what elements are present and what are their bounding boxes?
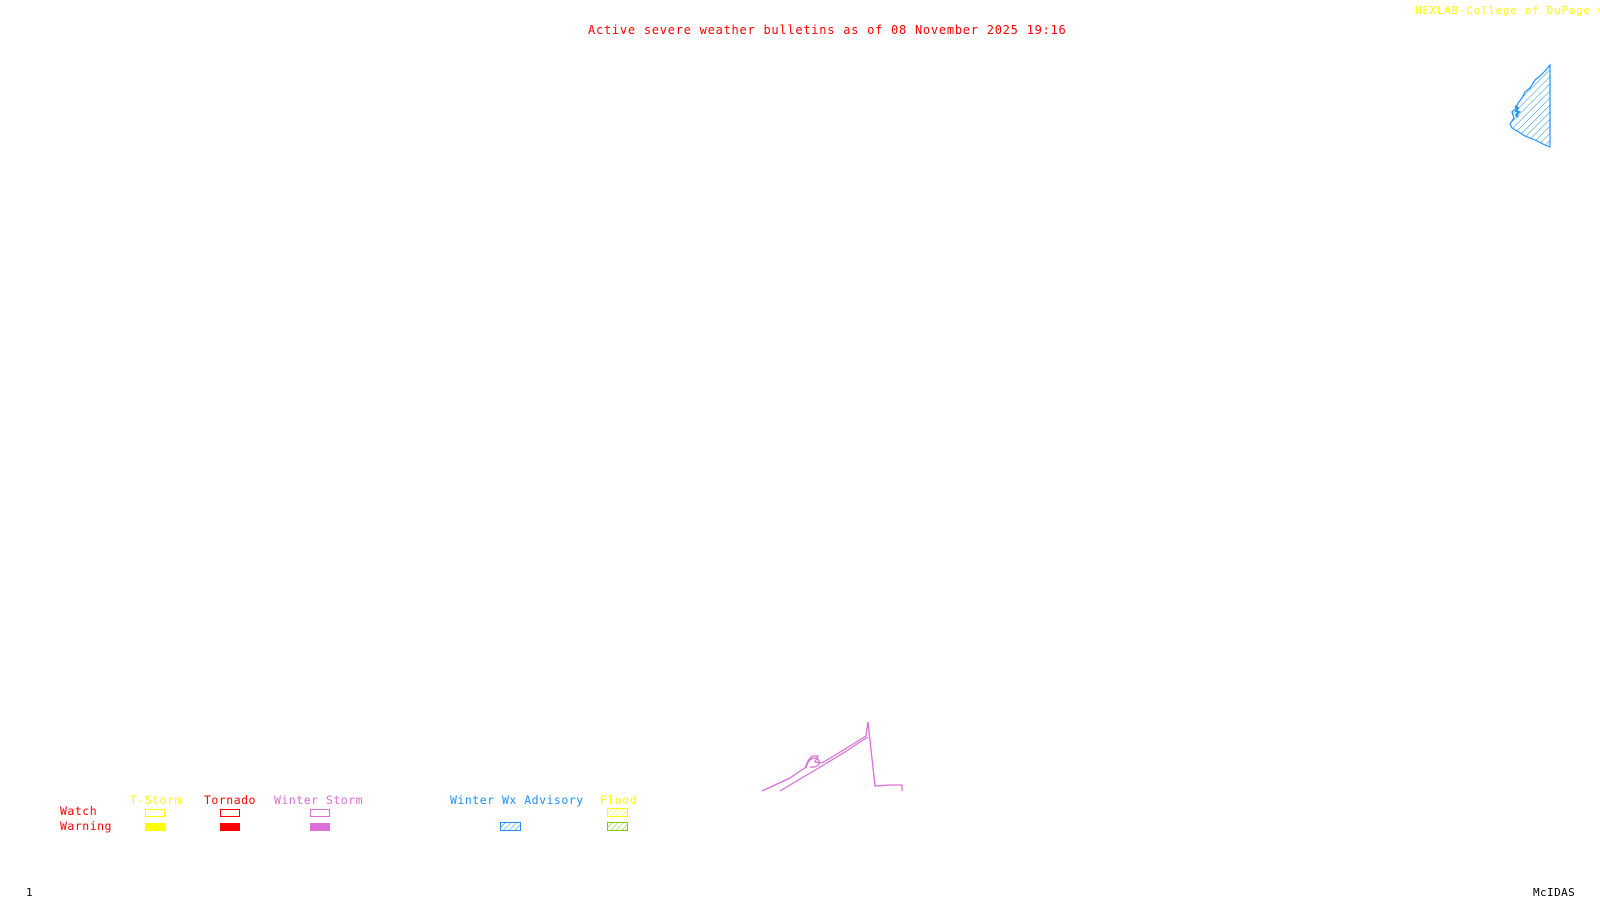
legend-tornado-watch xyxy=(220,809,240,817)
legend-tornado-warning xyxy=(220,823,240,831)
app-name-label: McIDAS xyxy=(1533,886,1576,899)
legend-winter-storm-warning xyxy=(310,823,330,831)
legend-winter-wx-advisory-warning xyxy=(500,822,521,831)
winter-storm-area xyxy=(761,721,903,792)
legend-row-warning: Warning xyxy=(60,819,112,833)
legend-label-tornado: Tornado xyxy=(204,793,256,807)
legend-winter-storm-watch xyxy=(310,809,330,817)
legend-tstorm-watch xyxy=(145,809,165,817)
legend-label-winter-wx-advisory: Winter Wx Advisory xyxy=(450,793,584,807)
legend-label-winter-storm: Winter Storm xyxy=(274,793,364,807)
frame-number: 1 xyxy=(26,886,34,899)
legend-label-flood: Flood xyxy=(600,793,638,807)
legend-flood-warning xyxy=(607,822,628,831)
legend-flood-watch xyxy=(607,808,628,817)
legend-label-tstorm: T-Storm xyxy=(130,793,182,807)
page-title: Active severe weather bulletins as of 08… xyxy=(588,23,1067,37)
legend-row-watch: Watch xyxy=(60,804,98,818)
legend-tstorm-warning xyxy=(145,823,165,831)
credit-label: NEXLAB-College of DuPage ® xyxy=(1415,4,1600,17)
winter-wx-advisory-area xyxy=(1509,63,1551,148)
